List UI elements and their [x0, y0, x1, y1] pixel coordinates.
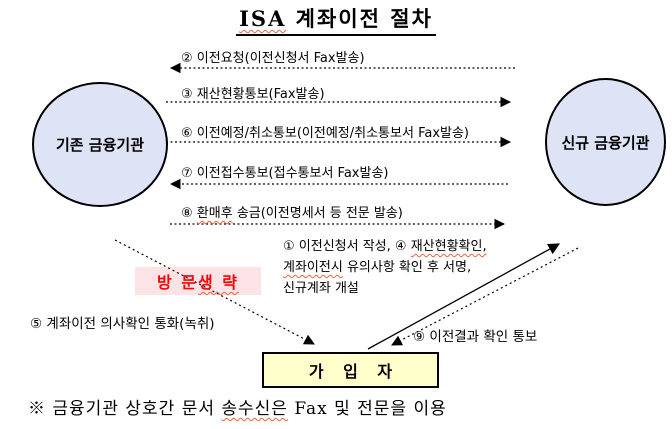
arrow-step8-label-wavy: 환매후: [196, 206, 233, 221]
visit-skip-label: 방 문 생 략: [135, 267, 261, 295]
steps-1-4-line1-pre: ① 이전신청서 작성, ④: [283, 239, 411, 254]
arrow-step3-label: ③ 재산현황통보(Fax발송): [181, 87, 325, 102]
steps-1-4-line1-wavy: 재산현황확인,: [410, 239, 487, 254]
steps-1-4-line3: 신규계좌 개설: [283, 281, 359, 296]
page-title-wrap: ISA 계좌이전 절차: [0, 3, 672, 36]
steps-1-4-line1: ① 이전신청서 작성, ④ 재산현황확인,: [283, 236, 487, 257]
arrow-step8-label-pre: ⑧: [181, 206, 197, 221]
steps-1-4-line2-wavy: 계좌이전시: [283, 260, 343, 275]
arrow-step6-label: ⑥ 이전예정/취소통보(이전예정/취소통보서 Fax발송): [181, 126, 470, 141]
page-title-highlight: ISA: [239, 6, 287, 31]
node-new-institution: 신규 금융기관: [545, 78, 666, 206]
page-title: ISA 계좌이전 절차: [236, 3, 436, 36]
arrow-step8-label: ⑧ 환매후 송금(이전명세서 등 전문 발송): [181, 202, 403, 221]
steps-1-4-line2-rest: 유의사항 확인 후 서명,: [342, 260, 472, 275]
subscriber-box: 가 입 자: [262, 352, 439, 388]
footnote-wavy: 송수신은: [221, 399, 288, 419]
arrow-step2-label: ② 이전요청(이전신청서 Fax발송): [181, 51, 365, 66]
footnote-rest: Fax 및 전문을 이용: [287, 399, 447, 419]
step9-note: ⑨ 이전결과 확인 통보: [413, 329, 538, 345]
footnote-pre: ※ 금융기관 상호간 문서: [28, 399, 222, 419]
steps-1-4-note: ① 이전신청서 작성, ④ 재산현황확인, 계좌이전시 유의사항 확인 후 서명…: [283, 236, 487, 299]
footnote: ※ 금융기관 상호간 문서 송수신은 Fax 및 전문을 이용: [28, 394, 447, 419]
steps-1-4-line2: 계좌이전시 유의사항 확인 후 서명,: [283, 257, 487, 278]
arrow-step7-label: ⑦ 이전접수통보(접수통보서 Fax발송): [181, 166, 389, 181]
step5-note: ⑤ 계좌이전 의사확인 통화(녹취): [30, 316, 215, 332]
visit-skip-label-pre: 방 문: [156, 273, 198, 292]
page-title-rest: 계좌이전 절차: [286, 6, 433, 31]
arrow-step8-label-rest: 송금(이전명세서 등 전문 발송): [232, 206, 403, 221]
node-existing-institution: 기존 금융기관: [32, 82, 168, 207]
visit-skip-label-wavy: 생 략: [198, 273, 240, 292]
existing-institution-label: 기존 금융기관: [55, 136, 145, 154]
new-institution-label: 신규 금융기관: [561, 133, 650, 152]
subscriber-label: 가 입 자: [308, 362, 400, 381]
